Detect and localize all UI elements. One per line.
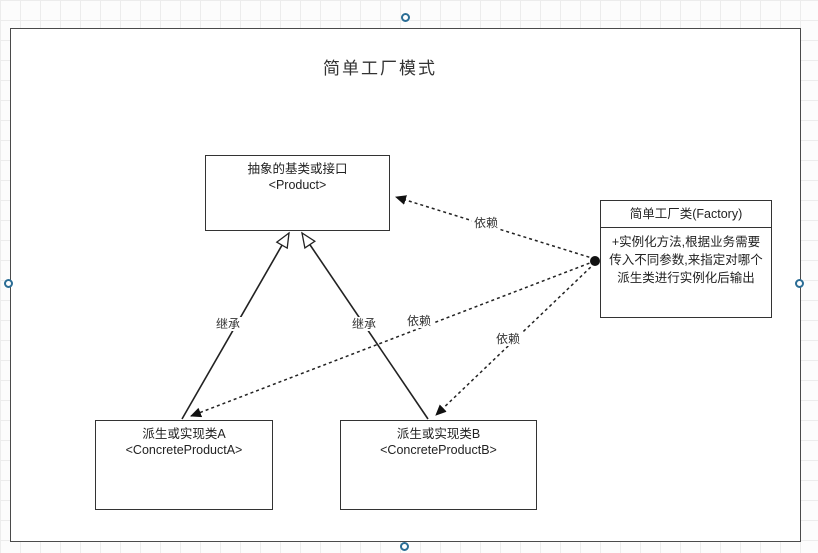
selection-handle-top[interactable] xyxy=(401,13,410,22)
selection-handle-bottom[interactable] xyxy=(400,542,409,551)
node-concrete-a[interactable]: 派生或实现类A <ConcreteProductA> xyxy=(95,420,273,510)
edge-label-depend-b: 依赖 xyxy=(494,332,523,347)
node-product[interactable]: 抽象的基类或接口 <Product> xyxy=(205,155,390,231)
diagram-title: 简单工厂模式 xyxy=(323,59,437,78)
node-factory-body: +实例化方法,根据业务需要传入不同参数,来指定对哪个派生类进行实例化后输出 xyxy=(609,235,763,286)
selection-handle-right[interactable] xyxy=(795,279,804,288)
edge-origin-dot xyxy=(590,256,600,266)
node-concrete-b-type: <ConcreteProductB> xyxy=(380,443,497,458)
selection-handle-left[interactable] xyxy=(4,279,13,288)
node-product-type: <Product> xyxy=(268,178,327,193)
edge-label-depend-a: 依赖 xyxy=(405,314,434,329)
node-concrete-b[interactable]: 派生或实现类B <ConcreteProductB> xyxy=(340,420,537,510)
node-factory[interactable]: 简单工厂类(Factory) +实例化方法,根据业务需要传入不同参数,来指定对哪… xyxy=(600,200,772,318)
edge-label-inherit-a: 继承 xyxy=(214,317,243,332)
edge-label-inherit-b: 继承 xyxy=(350,317,379,332)
edge-depend-a[interactable] xyxy=(190,260,596,418)
node-product-label: 抽象的基类或接口 xyxy=(247,162,348,176)
node-concrete-a-type: <ConcreteProductA> xyxy=(125,443,243,458)
node-concrete-b-label: 派生或实现类B xyxy=(396,427,481,441)
edge-label-depend-product: 依赖 xyxy=(472,216,501,231)
node-factory-header: 简单工厂类(Factory) xyxy=(601,201,771,228)
node-concrete-a-label: 派生或实现类A xyxy=(142,427,226,441)
